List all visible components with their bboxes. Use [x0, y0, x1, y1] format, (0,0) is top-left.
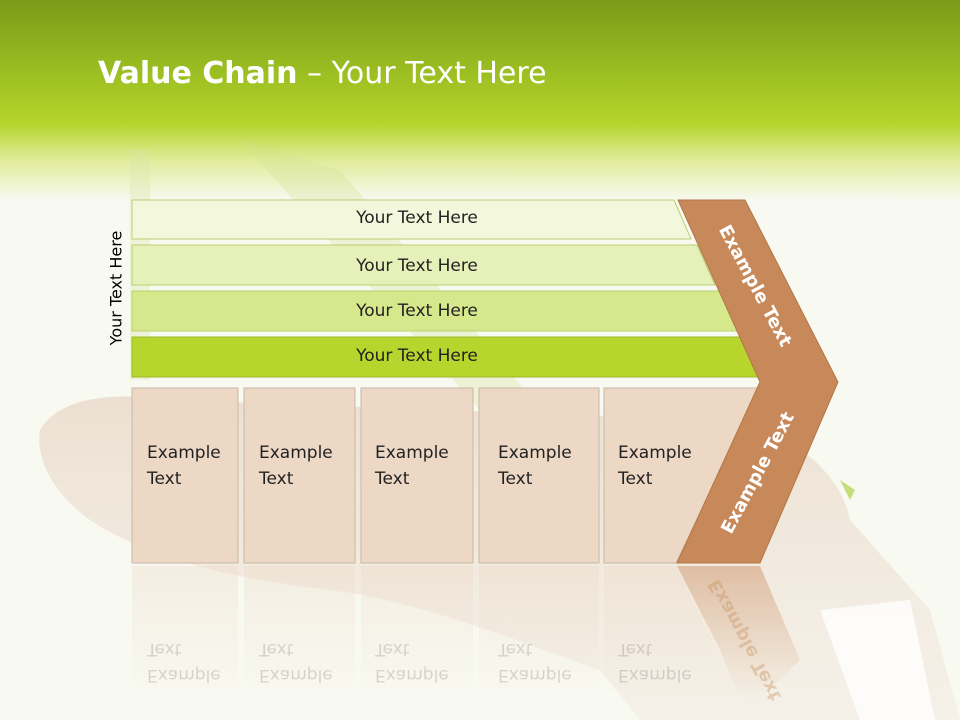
- title-rest: – Your Text Here: [297, 56, 547, 91]
- box-4-reflection-line2: Text: [498, 639, 533, 659]
- box-3-reflection: Example Text: [375, 636, 475, 688]
- box-5-line1: Example: [618, 443, 692, 463]
- box-5-line2: Text: [618, 469, 653, 489]
- chevron-arrow: [676, 199, 839, 564]
- box-5-text: Example Text: [618, 440, 718, 492]
- box-5: [603, 387, 761, 564]
- box-2-text: Example Text: [259, 440, 359, 492]
- box-4-line2: Text: [498, 469, 533, 489]
- band-2: [131, 244, 716, 286]
- box-1-text: Example Text: [147, 440, 247, 492]
- box-4-reflection: Example Text: [498, 636, 598, 688]
- box-3-reflection-line1: Example: [375, 665, 449, 685]
- band-1: [131, 199, 692, 240]
- box-1-reflection-line1: Example: [147, 665, 221, 685]
- box-4-text: Example Text: [498, 440, 598, 492]
- box-2-line1: Example: [259, 443, 333, 463]
- box-5-reflection: Example Text: [618, 636, 718, 688]
- box-3-text: Example Text: [375, 440, 475, 492]
- box-3-reflection-line2: Text: [375, 639, 410, 659]
- box-4-line1: Example: [498, 443, 572, 463]
- box-2: [243, 387, 356, 564]
- box-4: [478, 387, 600, 564]
- box-2-line2: Text: [259, 469, 294, 489]
- box-1-reflection: Example Text: [147, 636, 247, 688]
- box-3-line2: Text: [375, 469, 410, 489]
- band-3-label: Your Text Here: [356, 301, 478, 321]
- box-2-reflection: Example Text: [259, 636, 359, 688]
- slide-title: Value Chain – Your Text Here: [98, 52, 547, 96]
- box-5-reflection-line1: Example: [618, 665, 692, 685]
- box-1-line2: Text: [147, 469, 182, 489]
- side-label: Your Text Here: [106, 230, 126, 346]
- box-2-reflection-line2: Text: [259, 639, 294, 659]
- box-4-reflection-line1: Example: [498, 665, 572, 685]
- box-3-line1: Example: [375, 443, 449, 463]
- box-1-line1: Example: [147, 443, 221, 463]
- box-1: [131, 387, 239, 564]
- header-banner: [0, 0, 960, 200]
- band-1-label: Your Text Here: [356, 208, 478, 228]
- box-5-reflection-line2: Text: [618, 639, 653, 659]
- band-2-label: Your Text Here: [356, 256, 478, 276]
- box-1-reflection-line2: Text: [147, 639, 182, 659]
- title-bold: Value Chain: [98, 56, 298, 91]
- band-4-label: Your Text Here: [356, 346, 478, 366]
- box-3: [360, 387, 474, 564]
- box-2-reflection-line1: Example: [259, 665, 333, 685]
